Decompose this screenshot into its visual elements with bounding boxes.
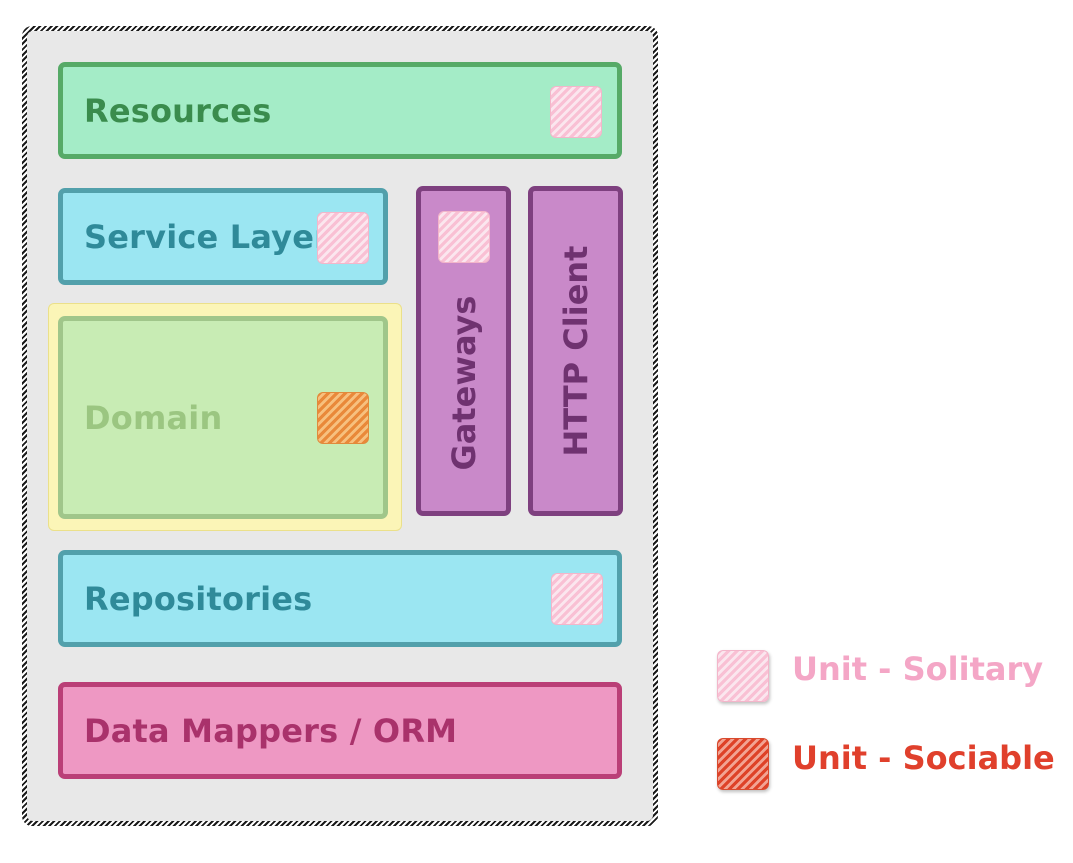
data-mappers-label: Data Mappers / ORM — [84, 711, 458, 750]
legend-solitary-label: Unit - Solitary — [792, 650, 1044, 688]
repositories-label: Repositories — [84, 579, 313, 618]
repositories-layer: Repositories — [58, 550, 622, 647]
domain-sociable-marker — [317, 392, 369, 444]
data-mappers-layer: Data Mappers / ORM — [58, 682, 622, 779]
http-client-layer: HTTP Client — [528, 186, 623, 516]
service-layer-label: Service Layer — [84, 217, 331, 256]
resources-solitary-marker — [550, 86, 602, 138]
http-client-label: HTTP Client — [556, 245, 595, 457]
gateways-solitary-marker — [438, 211, 490, 263]
gateways-label: Gateways — [444, 295, 483, 471]
legend-sociable-label: Unit - Sociable — [792, 739, 1055, 777]
legend-solitary-swatch — [717, 650, 769, 702]
resources-label: Resources — [84, 91, 272, 130]
repositories-solitary-marker — [551, 573, 603, 625]
service-layer-solitary-marker — [317, 212, 369, 264]
resources-layer: Resources — [58, 62, 622, 159]
domain-label: Domain — [84, 398, 223, 437]
legend-sociable-swatch — [717, 738, 769, 790]
